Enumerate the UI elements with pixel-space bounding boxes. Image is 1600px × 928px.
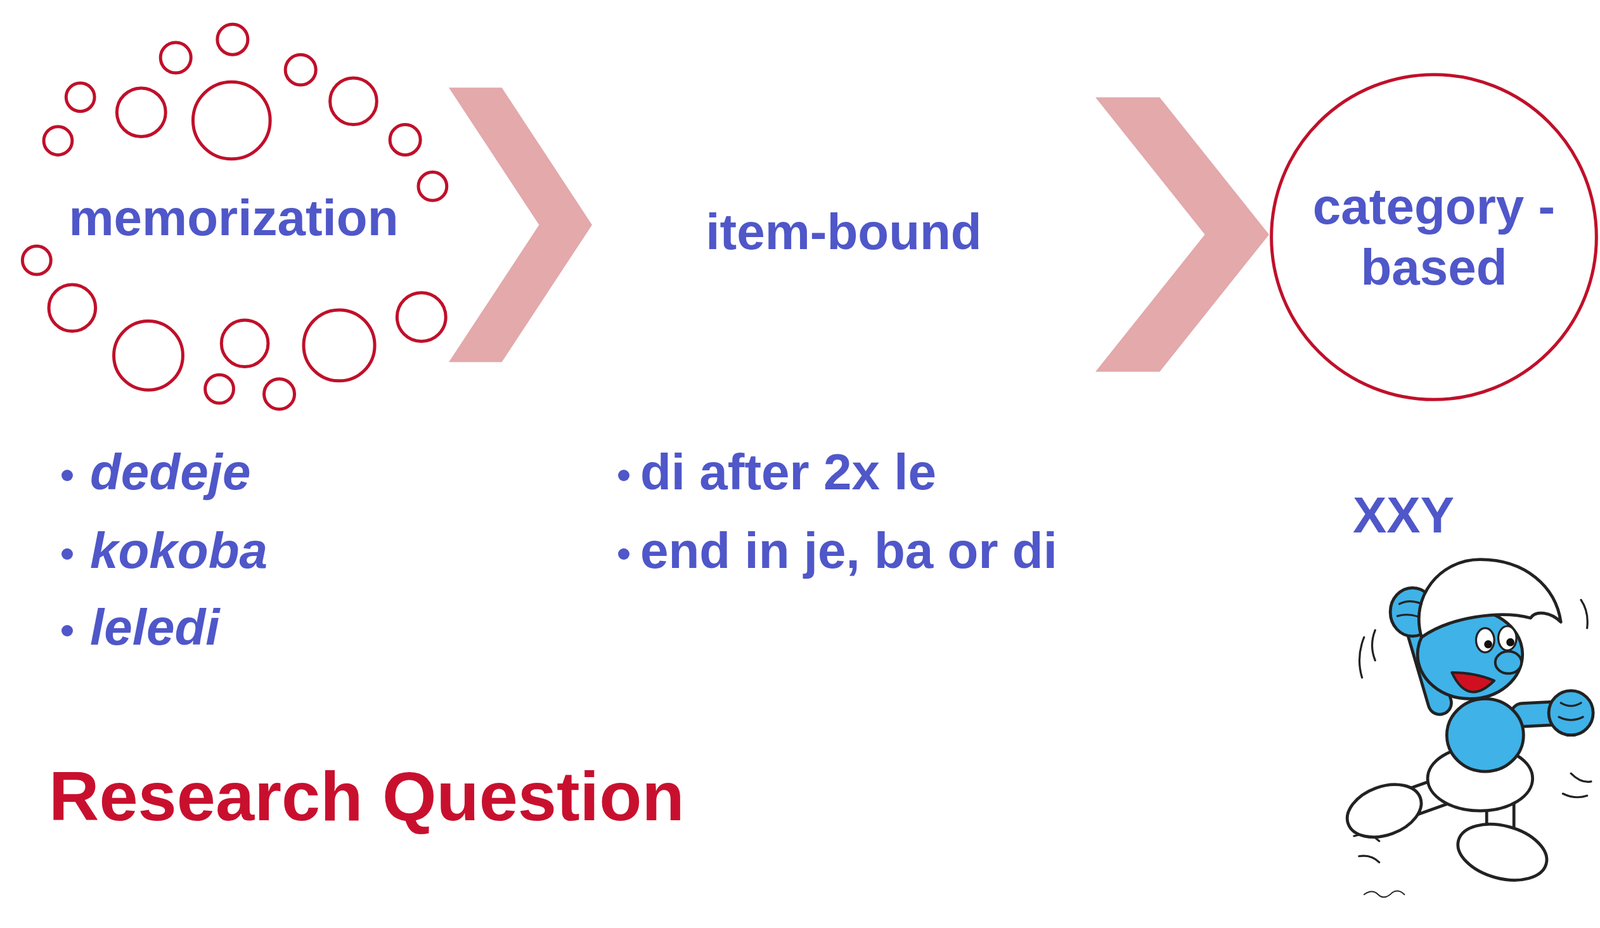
stage-circle: category -based [1269, 72, 1599, 402]
chevron-arrow [448, 87, 593, 362]
node-text-group: item-bound [705, 201, 982, 263]
rule-text: di after 2x le [640, 441, 937, 503]
bullet-dot [61, 625, 73, 637]
node-text-group: memorization [68, 187, 399, 249]
bullet-dot [61, 548, 73, 560]
bubble-cluster: memorization [18, 22, 449, 414]
node-text-group: category -based [1307, 176, 1561, 298]
example-word: leledi [90, 597, 220, 659]
stage-name: memorization [68, 187, 399, 249]
bubble [22, 245, 51, 275]
stage-name: item-bound [705, 201, 982, 263]
bubble [65, 83, 95, 112]
bubble [396, 292, 446, 342]
chevron-arrow [1095, 97, 1270, 373]
bullet-dot [618, 548, 630, 560]
bubble [192, 81, 271, 159]
rule-text: end in je, ba or di [640, 520, 1058, 582]
bubble [43, 126, 73, 156]
example-word: kokoba [90, 520, 268, 582]
bubble [160, 42, 191, 73]
bubble [418, 172, 447, 201]
pattern-text: XXY [1352, 484, 1455, 546]
bubble [303, 309, 375, 381]
circle-outline [1269, 72, 1599, 402]
bubble [285, 54, 316, 85]
section-heading: Research Question [48, 754, 685, 839]
stage-name: category -based [1307, 176, 1561, 298]
bullet-dot [61, 469, 73, 482]
circle-border [1271, 74, 1597, 400]
bubble [221, 320, 269, 368]
bubble [217, 24, 248, 55]
bubble [264, 379, 295, 410]
smurf-illustration [1333, 546, 1597, 925]
bubble [48, 284, 96, 332]
bubble [116, 88, 166, 137]
bubble [205, 374, 234, 404]
bubble [389, 124, 421, 155]
example-word: dedeje [90, 441, 251, 503]
stage-label: item-bound [592, 188, 1096, 276]
bubble [330, 77, 378, 125]
bubble [114, 321, 184, 391]
bullet-dot [618, 469, 630, 482]
